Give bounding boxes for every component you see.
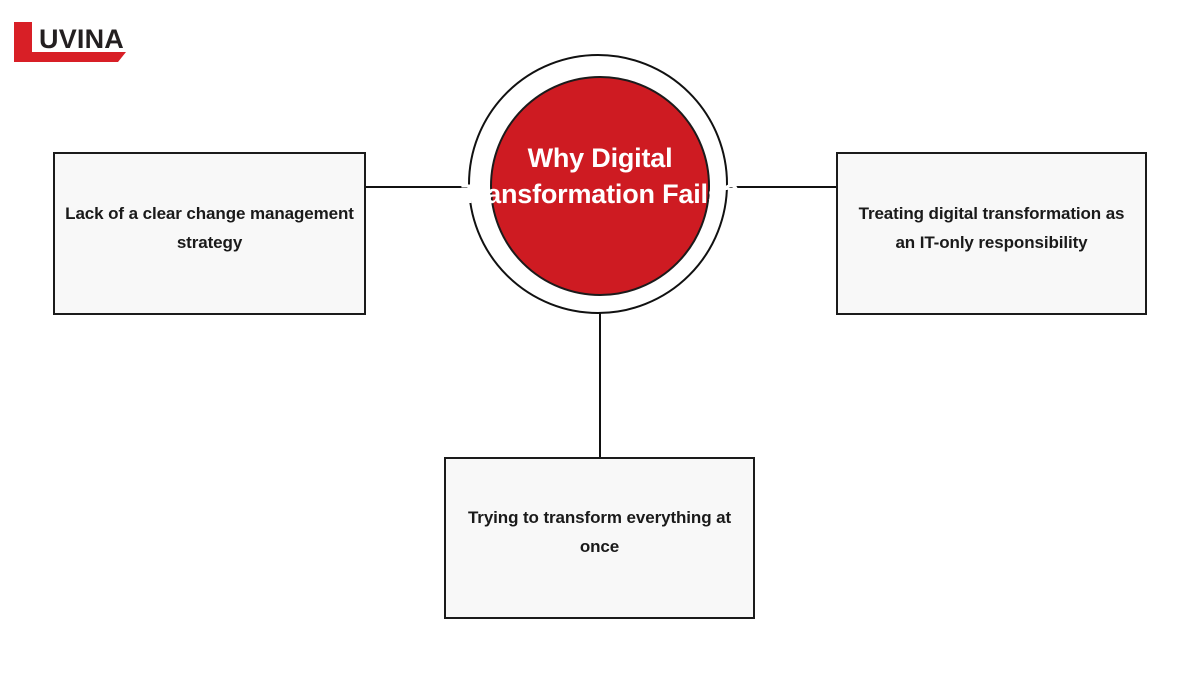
node-label-bottom: Trying to transform everything at once bbox=[467, 508, 732, 556]
hub-label: Why Digital Transformation Fails? bbox=[461, 143, 739, 209]
connector-hub-to-left bbox=[352, 186, 490, 188]
node-box-bottom: Trying to transform everything at once bbox=[444, 457, 755, 619]
luvina-logo: UVINA bbox=[14, 22, 144, 66]
node-box-right: Treating digital transformation as an IT… bbox=[836, 152, 1147, 315]
hub-node: Why Digital Transformation Fails? bbox=[461, 54, 739, 318]
connector-hub-to-right bbox=[722, 186, 848, 188]
hub-inner-circle bbox=[490, 76, 710, 296]
node-label-right: Treating digital transformation as an IT… bbox=[858, 203, 1125, 252]
node-box-left: Lack of a clear change management strate… bbox=[53, 152, 366, 315]
logo-wordmark: UVINA bbox=[39, 24, 125, 54]
connector-hub-to-bottom bbox=[599, 300, 601, 478]
node-label-left: Lack of a clear change management strate… bbox=[65, 203, 354, 252]
luvina-l-bracket-icon bbox=[14, 22, 126, 62]
